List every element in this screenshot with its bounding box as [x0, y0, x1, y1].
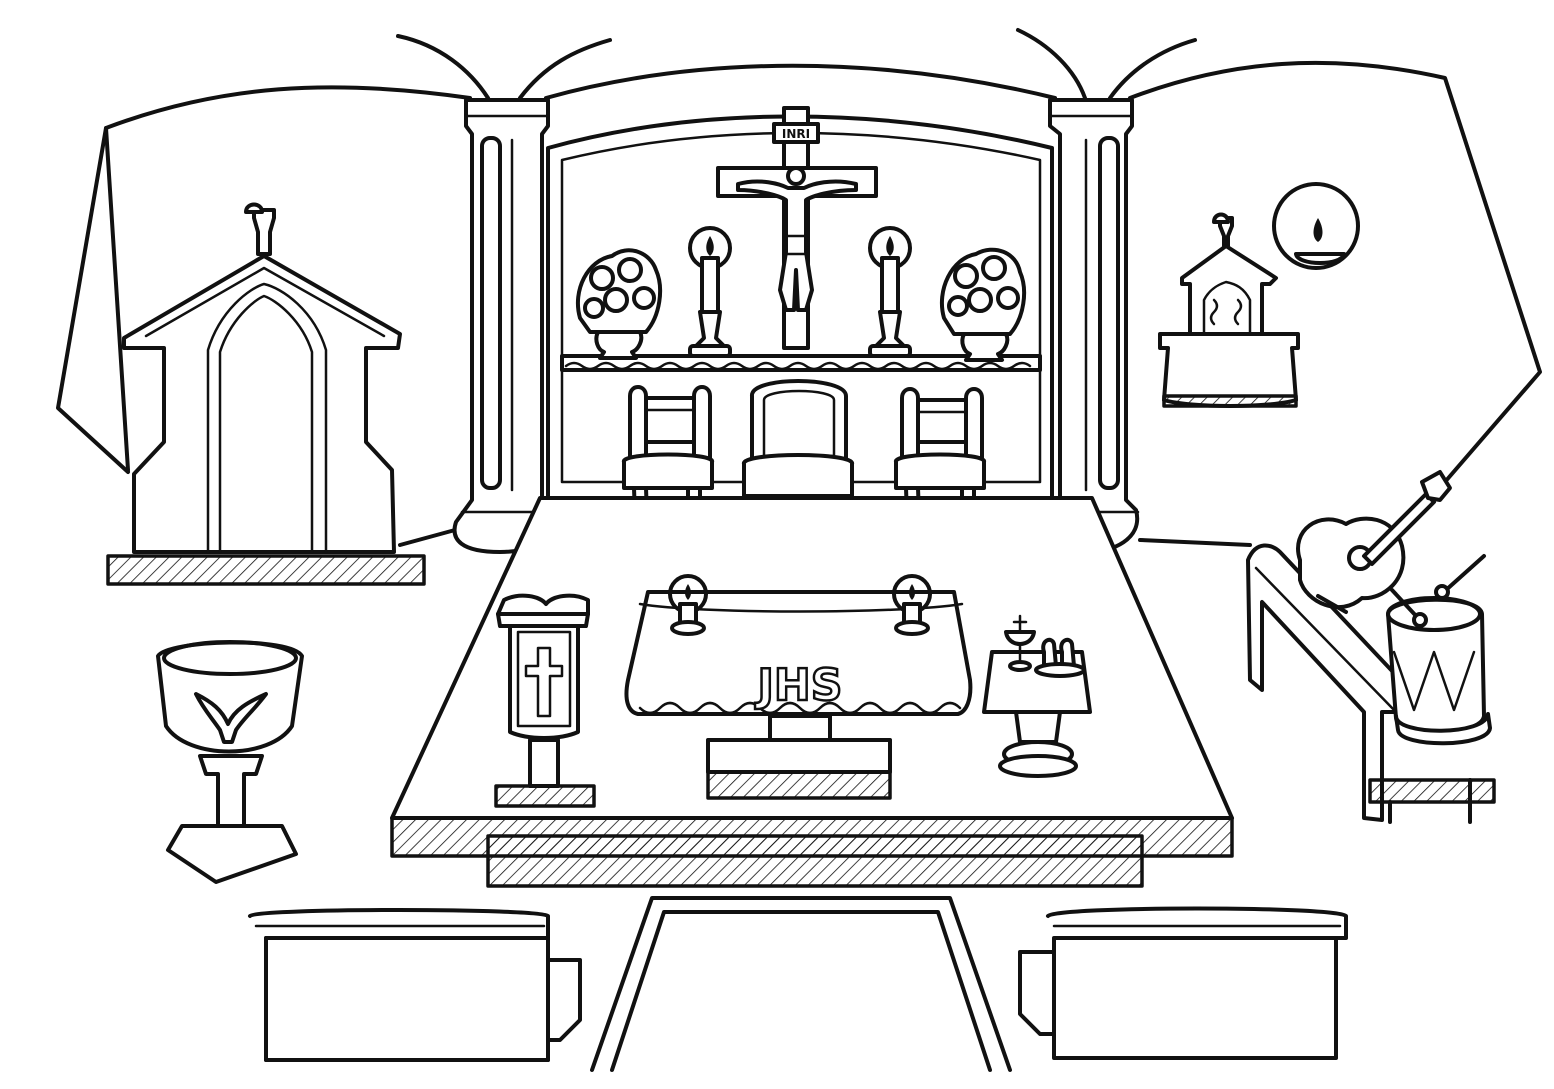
credence-table — [982, 614, 1092, 778]
left-wall — [56, 85, 472, 474]
drum-icon — [1386, 554, 1492, 746]
right-column — [1048, 98, 1140, 554]
music-bench — [1246, 543, 1496, 824]
tabernacle — [1158, 212, 1300, 408]
left-column — [452, 98, 562, 554]
guitar-icon — [1296, 470, 1452, 614]
crucifix: INRI — [716, 106, 878, 350]
vault-ribs — [396, 28, 1197, 100]
aisle-carpet — [590, 896, 1012, 1072]
altar-table: JHS — [624, 590, 973, 800]
pew-right — [1018, 906, 1348, 1060]
chalice-icon — [1004, 614, 1036, 672]
sanctuary-lamp — [1272, 182, 1360, 270]
altar-candle-right — [868, 226, 912, 358]
pew-left — [248, 908, 582, 1062]
corpus — [736, 166, 858, 312]
altar-candle-small-right — [892, 574, 932, 636]
inri-plaque-text: INRI — [782, 127, 810, 141]
jhs-monogram: JHS — [755, 660, 843, 711]
altar-candle-small-left — [668, 574, 708, 636]
right-wall — [1128, 60, 1542, 492]
flower-vase-right — [939, 247, 1027, 362]
floor-lines — [398, 528, 1252, 547]
flower-vase-left — [575, 248, 663, 360]
apse-niche — [546, 114, 1054, 500]
altar-candle-left — [688, 226, 732, 358]
ambo-shrine — [106, 202, 426, 586]
dove-icon — [194, 692, 268, 744]
baptismal-font — [156, 640, 304, 884]
lectern — [494, 593, 596, 808]
cruets-icon — [1034, 637, 1086, 678]
